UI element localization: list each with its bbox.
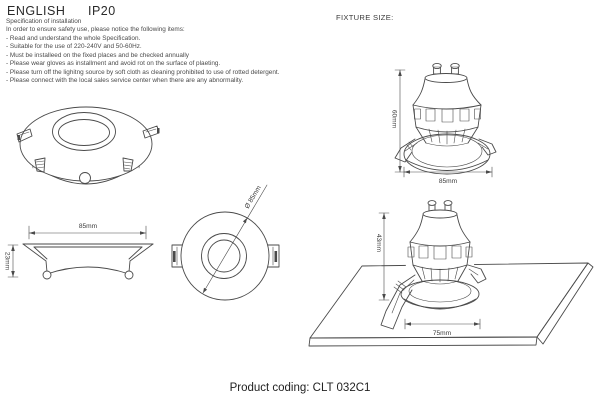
- drawing-trim-ring-front: Ø 85mm: [171, 184, 280, 301]
- spec-item: - Please wear gloves as installment and …: [6, 60, 221, 68]
- trim-ring-side-body: [22, 243, 154, 280]
- dimension-cutout-width: 75mm: [404, 318, 481, 337]
- dim-label-ring-height: 23mm: [4, 252, 11, 271]
- trim-ring-3d-body: [16, 106, 160, 185]
- specification-text: Specification of installation In order t…: [6, 18, 279, 86]
- spec-item: - Must be installeed on the fixed places…: [6, 51, 189, 59]
- dimension-protrusion-height: 43mm: [375, 212, 390, 301]
- installed-fixture-body: [380, 200, 487, 330]
- product-coding-label: Product coding: CLT 032C1: [229, 382, 371, 394]
- drawing-fixture-front: 60mm: [391, 62, 497, 185]
- ip-rating-label: IP20: [88, 4, 116, 18]
- spec-intro: In order to ensure safety use, please no…: [6, 26, 185, 34]
- dim-label-fixture-height: 60mm: [391, 110, 398, 129]
- fixture-size-label: FIXTURE SIZE:: [336, 13, 394, 22]
- dimension-fixture-height: 60mm: [391, 69, 406, 173]
- dim-label-recess-height: 43mm: [375, 234, 382, 253]
- dimension-ring-width: 85mm: [28, 223, 147, 240]
- spec-item: - Please turn off the lighitng source by…: [6, 68, 280, 76]
- spec-title: Specification of installation: [6, 18, 82, 25]
- drawing-trim-ring-side: 85mm 23mm: [4, 223, 154, 280]
- spec-item: - Suitable for the use of 220-240V and 5…: [6, 43, 142, 51]
- fixture-front-body: [394, 62, 497, 175]
- dim-label-fixture-width: 85mm: [439, 178, 458, 185]
- spec-item: - Read and understand the whole Specific…: [6, 34, 141, 42]
- dim-label-cutout-width: 75mm: [433, 330, 452, 337]
- trim-ring-front-body: [171, 211, 280, 301]
- drawing-fixture-installed: 43mm 75mm: [308, 200, 594, 347]
- drawing-trim-ring-3d: [16, 106, 160, 185]
- language-label: ENGLISH: [7, 4, 66, 18]
- spec-item: - Please connect with the local sales se…: [6, 77, 244, 85]
- dim-label-ring-width: 85mm: [79, 223, 98, 230]
- dimension-fixture-width: 85mm: [403, 166, 493, 185]
- dimension-ring-height: 23mm: [4, 244, 19, 278]
